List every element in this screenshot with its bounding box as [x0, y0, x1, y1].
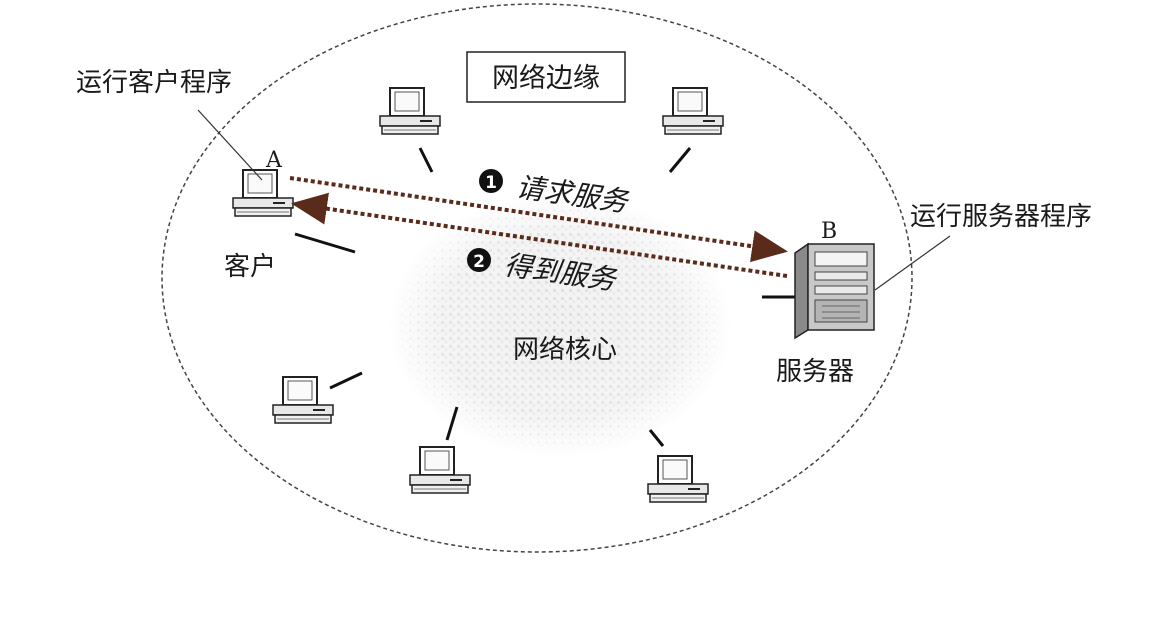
- link-line: [295, 234, 355, 252]
- network-edge-label: 网络边缘: [492, 63, 600, 94]
- host-computer-icon: [380, 88, 440, 134]
- host-computer-icon: [410, 447, 470, 493]
- network-core-fade: [388, 193, 732, 457]
- host-a-letter: A: [265, 148, 283, 173]
- step-1-marker: 1: [479, 169, 503, 193]
- host-computer-icon: [648, 456, 708, 502]
- step-1-number: 1: [485, 173, 497, 193]
- step-2-number: 2: [473, 252, 485, 272]
- client-program-label: 运行客户程序: [76, 68, 232, 98]
- step-2-marker: 2: [467, 248, 491, 272]
- link-line: [670, 148, 690, 172]
- client-label: 客户: [224, 252, 276, 282]
- client-callout-line: [198, 110, 262, 180]
- host-b-letter: B: [821, 219, 837, 244]
- link-line: [330, 373, 362, 388]
- server-label: 服务器: [776, 357, 854, 387]
- link-line: [420, 148, 432, 172]
- server-program-label: 运行服务器程序: [910, 202, 1092, 232]
- network-core-label: 网络核心: [513, 335, 617, 365]
- host-computer-icon: [273, 377, 333, 423]
- server-icon: [795, 244, 874, 338]
- client-computer-icon: [233, 170, 293, 216]
- host-computer-icon: [663, 88, 723, 134]
